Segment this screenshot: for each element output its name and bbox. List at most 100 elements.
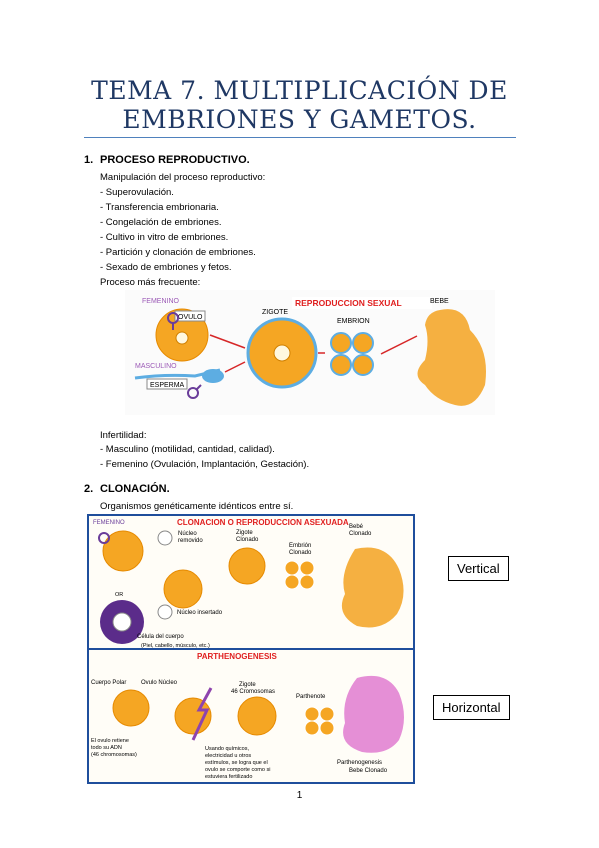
quimicos-line-3: estímulos, se logra que el — [205, 760, 268, 766]
body-cell-nucleus — [112, 612, 132, 632]
zigote-46-line-1: Zigote — [239, 682, 256, 688]
quimicos-line-2: electricidad u otros — [205, 753, 251, 759]
horizontal-label: Horizontal — [442, 700, 501, 715]
cloned-embryo-cell — [284, 574, 300, 590]
nucleo-removido-line-2: removido — [178, 538, 203, 544]
horizontal-label-box: Horizontal — [433, 695, 510, 720]
male-symbol-icon — [187, 387, 199, 399]
nucleo-insertado-label: Núcleo insertado — [177, 610, 223, 616]
bebe-label: BEBE — [430, 298, 449, 305]
ovulo-retiene-line-2: todo su ADN — [91, 745, 122, 751]
reproduccion-sexual-banner: REPRODUCCION SEXUAL — [295, 298, 402, 308]
ovulo-retiene-line-1: El ovulo retiene — [91, 738, 129, 744]
donor-egg-cell — [102, 530, 144, 572]
list-item: - Partición y clonación de embriones. — [100, 247, 256, 258]
cloned-embryo-cell — [299, 574, 315, 590]
list-item: - Sexado de embriones y fetos. — [100, 262, 232, 273]
list-item: - Transferencia embrionaria. — [100, 202, 219, 213]
quimicos-line-5: estuviera fertilizado — [205, 774, 252, 780]
section-2-heading: 2. CLONACIÓN. — [84, 483, 170, 495]
embryo-cell — [352, 354, 374, 376]
embrion-label: EMBRION — [337, 318, 370, 325]
list-item: - Cultivo in vitro de embriones. — [100, 232, 229, 243]
enucleated-egg-cell — [163, 569, 203, 609]
ovum-nucleus — [175, 331, 189, 345]
sexual-reproduction-figure: FEMENINO OVULO MASCULINO ESPERMA ZIGOTE … — [125, 290, 495, 415]
embrion-clonado-line-2: Clonado — [289, 550, 312, 556]
ovulo-tag — [174, 310, 206, 322]
list-item: - Femenino (Ovulación, Implantación, Ges… — [100, 459, 310, 470]
sperm-tail — [134, 368, 221, 380]
clonacion-banner: CLONACION O REPRODUCCION ASEXUADA — [177, 518, 349, 527]
frequent-process-label: Proceso más frecuente: — [100, 277, 201, 288]
celula-cuerpo-line-1: Célula del cuerpo — [137, 634, 184, 640]
embryo-to-baby-arrow — [380, 335, 418, 355]
zygote-nucleus — [273, 344, 291, 362]
nucleo-removido-line-1: Núcleo — [178, 531, 197, 537]
list-item: - Congelación de embriones. — [100, 217, 222, 228]
ovulo-retiene-line-3: (46 chromosomas) — [91, 752, 137, 758]
cloning-femenino-label: FEMENINO — [93, 520, 125, 526]
page-title-line-2: EMBRIONES Y GAMETOS. — [122, 105, 477, 134]
femenino-label: FEMENINO — [142, 298, 180, 305]
parthenogenesis-bebe-line-2: Bebe Clonado — [349, 768, 388, 774]
quimicos-line-4: ovulo se comporte como si — [205, 767, 270, 773]
removed-nucleus — [157, 530, 173, 546]
embrion-clonado-line-1: Embrión — [289, 543, 311, 549]
ovulo-nucleo-label: Ovulo Núcleo — [141, 680, 178, 686]
sperm-to-zygote-arrow — [224, 361, 246, 373]
sperm-head — [202, 369, 224, 383]
page-number: 1 — [296, 790, 303, 801]
parthenote-cell — [319, 720, 335, 736]
embryo-cell — [352, 332, 374, 354]
zigote-46-line-2: 46 Cromosomas — [231, 689, 275, 695]
banner-box — [292, 297, 432, 309]
male-symbol-arrow — [195, 384, 202, 391]
parthenogenesis-figure: PARTHENOGENESIS Cuerpo Polar Ovulo Núcle… — [87, 648, 415, 784]
or-label: OR — [115, 592, 123, 598]
vertical-label: Vertical — [457, 561, 500, 576]
parthenogenesis-zygote-cell — [237, 696, 277, 736]
section-1-heading: 1. PROCESO REPRODUCTIVO. — [84, 154, 250, 166]
parthenote-cell — [319, 706, 335, 722]
infertility-title: Infertilidad: — [100, 430, 147, 441]
title-rule — [84, 137, 516, 138]
list-item: - Masculino (motilidad, cantidad, calida… — [100, 444, 275, 455]
parthenogenesis-banner: PARTHENOGENESIS — [197, 652, 278, 661]
female-symbol-icon — [98, 532, 110, 544]
page-title-line-1: TEMA 7. MULTIPLICACIÓN DE — [91, 76, 508, 105]
cloned-baby-figure — [341, 547, 404, 628]
zigote-label: ZIGOTE — [262, 309, 288, 316]
inserted-nucleus — [157, 604, 173, 620]
bebe-clonado-line-1: Bebé — [349, 524, 364, 530]
cloned-embryo-cell — [284, 560, 300, 576]
ovum-to-zygote-arrow — [209, 334, 246, 349]
section-1-number: 1. — [84, 154, 94, 166]
quimicos-line-1: Usando químicos, — [205, 746, 249, 752]
vertical-label-box: Vertical — [448, 556, 509, 581]
masculino-label: MASCULINO — [135, 363, 177, 370]
zigote-clonado-line-2: Clonado — [236, 537, 259, 543]
parthenogenesis-bebe-line-1: Parthenogenesis — [337, 760, 382, 766]
cloning-figure: FEMENINO CLONACION O REPRODUCCION ASEXUA… — [87, 514, 415, 650]
list-item: - Superovulación. — [100, 187, 174, 198]
parthenote-cell — [304, 706, 320, 722]
esperma-label: ESPERMA — [150, 382, 185, 389]
cuerpo-polar-label: Cuerpo Polar — [91, 680, 126, 686]
parthenote-label: Parthenote — [296, 694, 326, 700]
section-2-intro: Organismos genéticamente idénticos entre… — [100, 501, 294, 512]
cloned-embryo-cell — [299, 560, 315, 576]
baby-figure — [417, 309, 486, 406]
embryo-cell — [330, 332, 352, 354]
esperma-tag — [146, 378, 188, 390]
zigote-clonado-line-1: Zigote — [236, 530, 253, 536]
celula-cuerpo-line-2: (Piel, cabello, músculo, etc.) — [141, 643, 210, 649]
parthenogenesis-baby-figure — [343, 675, 404, 753]
section-1-title: PROCESO REPRODUCTIVO. — [100, 154, 250, 166]
section-2-number: 2. — [84, 483, 94, 495]
bebe-clonado-line-2: Clonado — [349, 531, 372, 537]
ovulo-label: OVULO — [178, 314, 203, 321]
embryo-cell — [330, 354, 352, 376]
section-2-title: CLONACIÓN. — [100, 483, 170, 495]
parthenote-cell — [304, 720, 320, 736]
